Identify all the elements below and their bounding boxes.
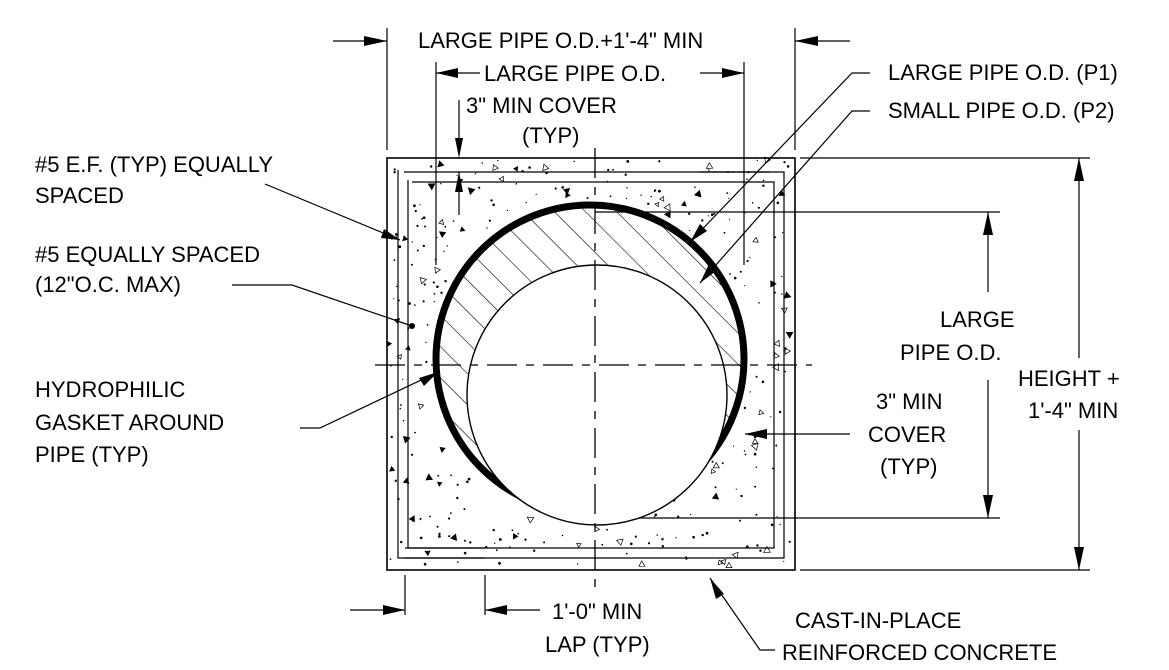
p2-label: SMALL PIPE O.D. (P2) [888, 98, 1115, 123]
gasket-label-1: HYDROPHILIC [35, 377, 185, 402]
side-cover-label-3: (TYP) [880, 454, 937, 479]
extension-lines [386, 28, 1090, 615]
top-width-label: LARGE PIPE O.D.+1'-4" MIN [418, 28, 703, 53]
side-cover-label-2: COVER [868, 422, 946, 447]
center-lines [375, 148, 812, 590]
concrete-label-2: REINFORCED CONCRETE [782, 640, 1057, 665]
equally-spaced-label-2: (12"O.C. MAX) [35, 272, 181, 297]
concrete-label-1: CAST-IN-PLACE [795, 608, 961, 633]
large-od-dimension [436, 68, 744, 78]
equally-spaced-label-1: #5 EQUALLY SPACED [35, 242, 260, 267]
ef-label-1: #5 E.F. (TYP) EQUALLY [35, 152, 273, 177]
concrete-aggregate-texture [387, 156, 794, 568]
p1-label: LARGE PIPE O.D. (P1) [888, 60, 1118, 85]
lap-dimension [350, 605, 540, 615]
lap-label-1: 1'-0" MIN [552, 599, 642, 624]
concrete-leader [709, 577, 775, 651]
top-cover-dimension [455, 100, 463, 215]
gasket-label-2: GASKET AROUND [35, 410, 224, 435]
ef-label-2: SPACED [35, 183, 124, 208]
large-od-label: LARGE PIPE O.D. [484, 61, 666, 86]
gasket-leader [300, 371, 439, 429]
right-od-dimension [983, 212, 993, 518]
top-width-dimension [333, 36, 850, 46]
right-od-label-1: LARGE [940, 307, 1015, 332]
side-cover-label-1: 3" MIN [876, 389, 942, 414]
height-label-1: HEIGHT + [1018, 366, 1120, 391]
height-dimension [1074, 158, 1084, 570]
top-cover-label-1: 3" MIN COVER [466, 93, 617, 118]
reinforcement-bars [397, 170, 785, 559]
gasket-label-3: PIPE (TYP) [35, 442, 149, 467]
p2-leader [699, 110, 870, 284]
equally-spaced-leader [232, 284, 415, 329]
right-od-label-2: PIPE O.D. [900, 340, 1001, 365]
p1-leader [689, 72, 870, 243]
height-label-2: 1'-4" MIN [1028, 398, 1118, 423]
ef-leader [264, 183, 401, 241]
side-cover-dimension [745, 429, 850, 439]
lap-label-2: LAP (TYP) [545, 632, 650, 657]
small-pipe [466, 264, 728, 526]
top-cover-label-2: (TYP) [522, 123, 579, 148]
